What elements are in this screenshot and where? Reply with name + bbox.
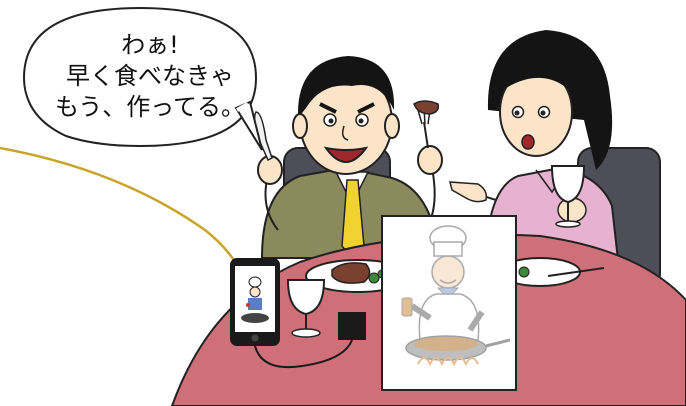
steak-icon: [331, 262, 371, 284]
speech-bubble-text: わぁ! 早く食べなきゃ もう、作ってる。: [40, 30, 260, 123]
fork-icon: [413, 100, 440, 149]
charging-cable: [0, 146, 242, 271]
speech-line-1: わぁ!: [121, 31, 179, 59]
right-plate: [499, 257, 605, 287]
speech-bubble: [22, 6, 263, 151]
phone-icon: [230, 258, 280, 346]
phone-chef-icon: [241, 276, 269, 323]
steak-piece-icon: [413, 100, 440, 115]
pointing-hand: [449, 181, 488, 203]
table-wine-glass-icon: [286, 279, 326, 338]
chef-screen-panel: [381, 215, 517, 391]
phone-cable: [254, 339, 353, 368]
speech-line-3: もう、作ってる。: [54, 93, 246, 121]
charger-icon: [338, 312, 366, 340]
chef-icon: [401, 225, 511, 367]
wine-glass-icon: [550, 165, 586, 228]
speech-line-2: 早く食べなきゃ: [66, 62, 234, 90]
